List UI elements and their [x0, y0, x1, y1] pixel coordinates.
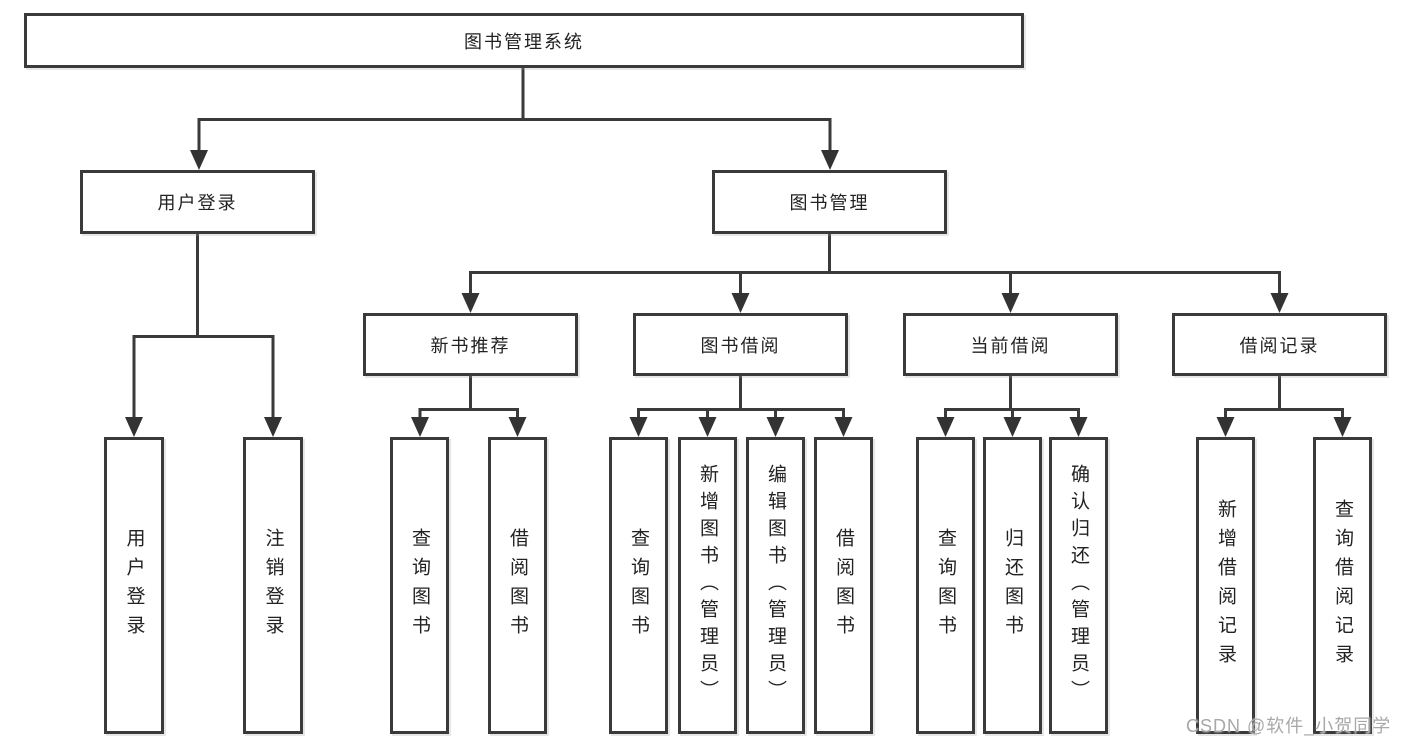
leaf-query-books-current: 查询图书	[916, 437, 975, 734]
node-current-borrowing: 当前借阅	[903, 313, 1118, 376]
node-book-borrowing: 图书借阅	[633, 313, 848, 376]
node-book-management: 图书管理	[712, 170, 947, 234]
node-user-login: 用户登录	[80, 170, 315, 234]
leaf-borrow-books-recommend: 借阅图书	[488, 437, 547, 734]
csdn-watermark: CSDN @软件_小贺同学	[1186, 716, 1392, 736]
leaf-add-books-admin: 新增图书（管理员）	[678, 437, 737, 734]
leaf-add-borrow-record: 新增借阅记录	[1196, 437, 1255, 734]
node-borrowing-records: 借阅记录	[1172, 313, 1387, 376]
leaf-user-login: 用户登录	[104, 437, 164, 734]
node-library-management-system: 图书管理系统	[24, 13, 1024, 68]
leaf-logout: 注销登录	[243, 437, 303, 734]
leaf-query-books-borrowing: 查询图书	[609, 437, 668, 734]
leaf-borrow-books-borrowing: 借阅图书	[814, 437, 873, 734]
node-new-book-recommendation: 新书推荐	[363, 313, 578, 376]
leaf-confirm-return-admin: 确认归还（管理员）	[1049, 437, 1108, 734]
leaf-return-books: 归还图书	[983, 437, 1042, 734]
leaf-edit-books-admin: 编辑图书（管理员）	[746, 437, 805, 734]
leaf-query-borrow-record: 查询借阅记录	[1313, 437, 1372, 734]
leaf-query-books-recommend: 查询图书	[390, 437, 449, 734]
